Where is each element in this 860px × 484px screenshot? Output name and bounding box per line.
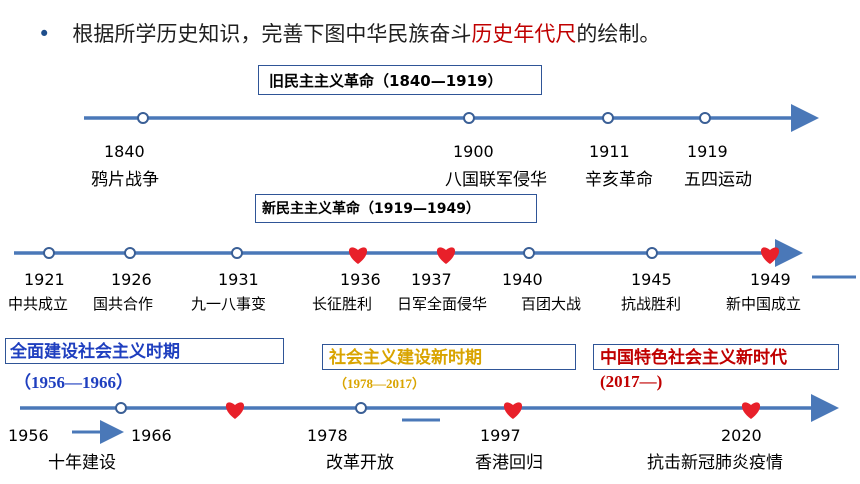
timeline2-year: 1931 [218, 270, 259, 289]
timeline2-event: 长征胜利 [312, 295, 373, 313]
dot-1966 [115, 402, 127, 414]
heart-icon-1949 [760, 247, 780, 264]
dot-1978 [355, 402, 367, 414]
title-prefix: 根据所学历史知识，完善下图中华民族奋斗 [72, 22, 472, 46]
timeline2-year: 1945 [631, 270, 672, 289]
heart-icon-1966-1978 [225, 402, 245, 419]
timeline3-event: 抗击新冠肺炎疫情 [647, 453, 783, 473]
timeline3-year: 1997 [480, 426, 521, 445]
timeline2-year: 1936 [340, 270, 381, 289]
title-suffix: 的绘制。 [576, 22, 661, 46]
timeline1-event: 辛亥革命 [585, 170, 653, 190]
timeline1-year: 1911 [589, 142, 630, 161]
heart-icon-1937 [436, 247, 456, 264]
heart-icon-2020 [741, 402, 761, 419]
era-new-era-years: (2017—) [600, 372, 663, 391]
timeline1-year: 1900 [453, 142, 494, 161]
title-highlight: 历史年代尺 [471, 22, 577, 46]
timeline2-event: 百团大战 [521, 295, 582, 313]
timeline1-year: 1919 [687, 142, 728, 161]
dot-1840 [137, 112, 149, 124]
dot-1911 [602, 112, 614, 124]
bullet-icon: • [38, 22, 51, 46]
timeline2-event: 中共成立 [8, 295, 69, 313]
timeline1-event: 鸦片战争 [91, 170, 159, 190]
timeline3-year: 1956 [8, 426, 49, 445]
dot-1900 [463, 112, 475, 124]
timeline2-event: 九一八事变 [191, 295, 267, 313]
dot-1940 [523, 247, 535, 259]
timeline3-event: 改革开放 [326, 453, 394, 473]
timeline1-year: 1840 [104, 142, 145, 161]
timeline2-event: 国共合作 [93, 295, 154, 313]
timeline2-year: 1926 [111, 270, 152, 289]
heart-icon-1997 [503, 402, 523, 419]
timeline1-dots [137, 112, 711, 124]
timeline2-event: 日军全面侵华 [397, 295, 488, 313]
timeline2-year: 1940 [502, 270, 543, 289]
timeline1-event: 五四运动 [684, 170, 752, 190]
dot-1945 [646, 247, 658, 259]
timeline3-markers [115, 402, 761, 419]
dot-1926 [124, 247, 136, 259]
instruction-title: • 根据所学历史知识，完善下图中华民族奋斗历史年代尺的绘制。 [38, 18, 660, 48]
timeline2-year: 1921 [24, 270, 65, 289]
dot-1919 [699, 112, 711, 124]
dot-1931 [231, 247, 243, 259]
timeline3-year: 1978 [307, 426, 348, 445]
timeline1-event: 八国联军侵华 [445, 170, 547, 190]
timeline3-year: 1966 [131, 426, 172, 445]
timeline2-year: 1937 [411, 270, 452, 289]
timeline3-event: 香港回归 [475, 453, 543, 473]
era-new-democratic-box: 新民主主义革命（1919—1949） [255, 194, 537, 223]
era-new-era-box: 中国特色社会主义新时代 [593, 344, 839, 370]
timeline3-event: 十年建设 [48, 453, 116, 473]
timeline2-year: 1949 [750, 270, 791, 289]
timeline2-event: 新中国成立 [726, 295, 802, 313]
timeline3-year: 2020 [721, 426, 762, 445]
era-socialist-construction-box: 全面建设社会主义时期 [5, 338, 284, 364]
era-new-period-box: 社会主义建设新时期 [322, 344, 576, 370]
timeline2-event: 抗战胜利 [621, 295, 682, 313]
era-new-period-years: （1978—2017） [334, 376, 426, 391]
era-old-democratic-box: 旧民主主义革命（1840—1919） [258, 65, 542, 95]
heart-icon-1936 [348, 247, 368, 264]
timeline2-markers [43, 247, 780, 264]
era-socialist-construction-years: （1956—1966） [14, 373, 133, 392]
dot-1921 [43, 247, 55, 259]
